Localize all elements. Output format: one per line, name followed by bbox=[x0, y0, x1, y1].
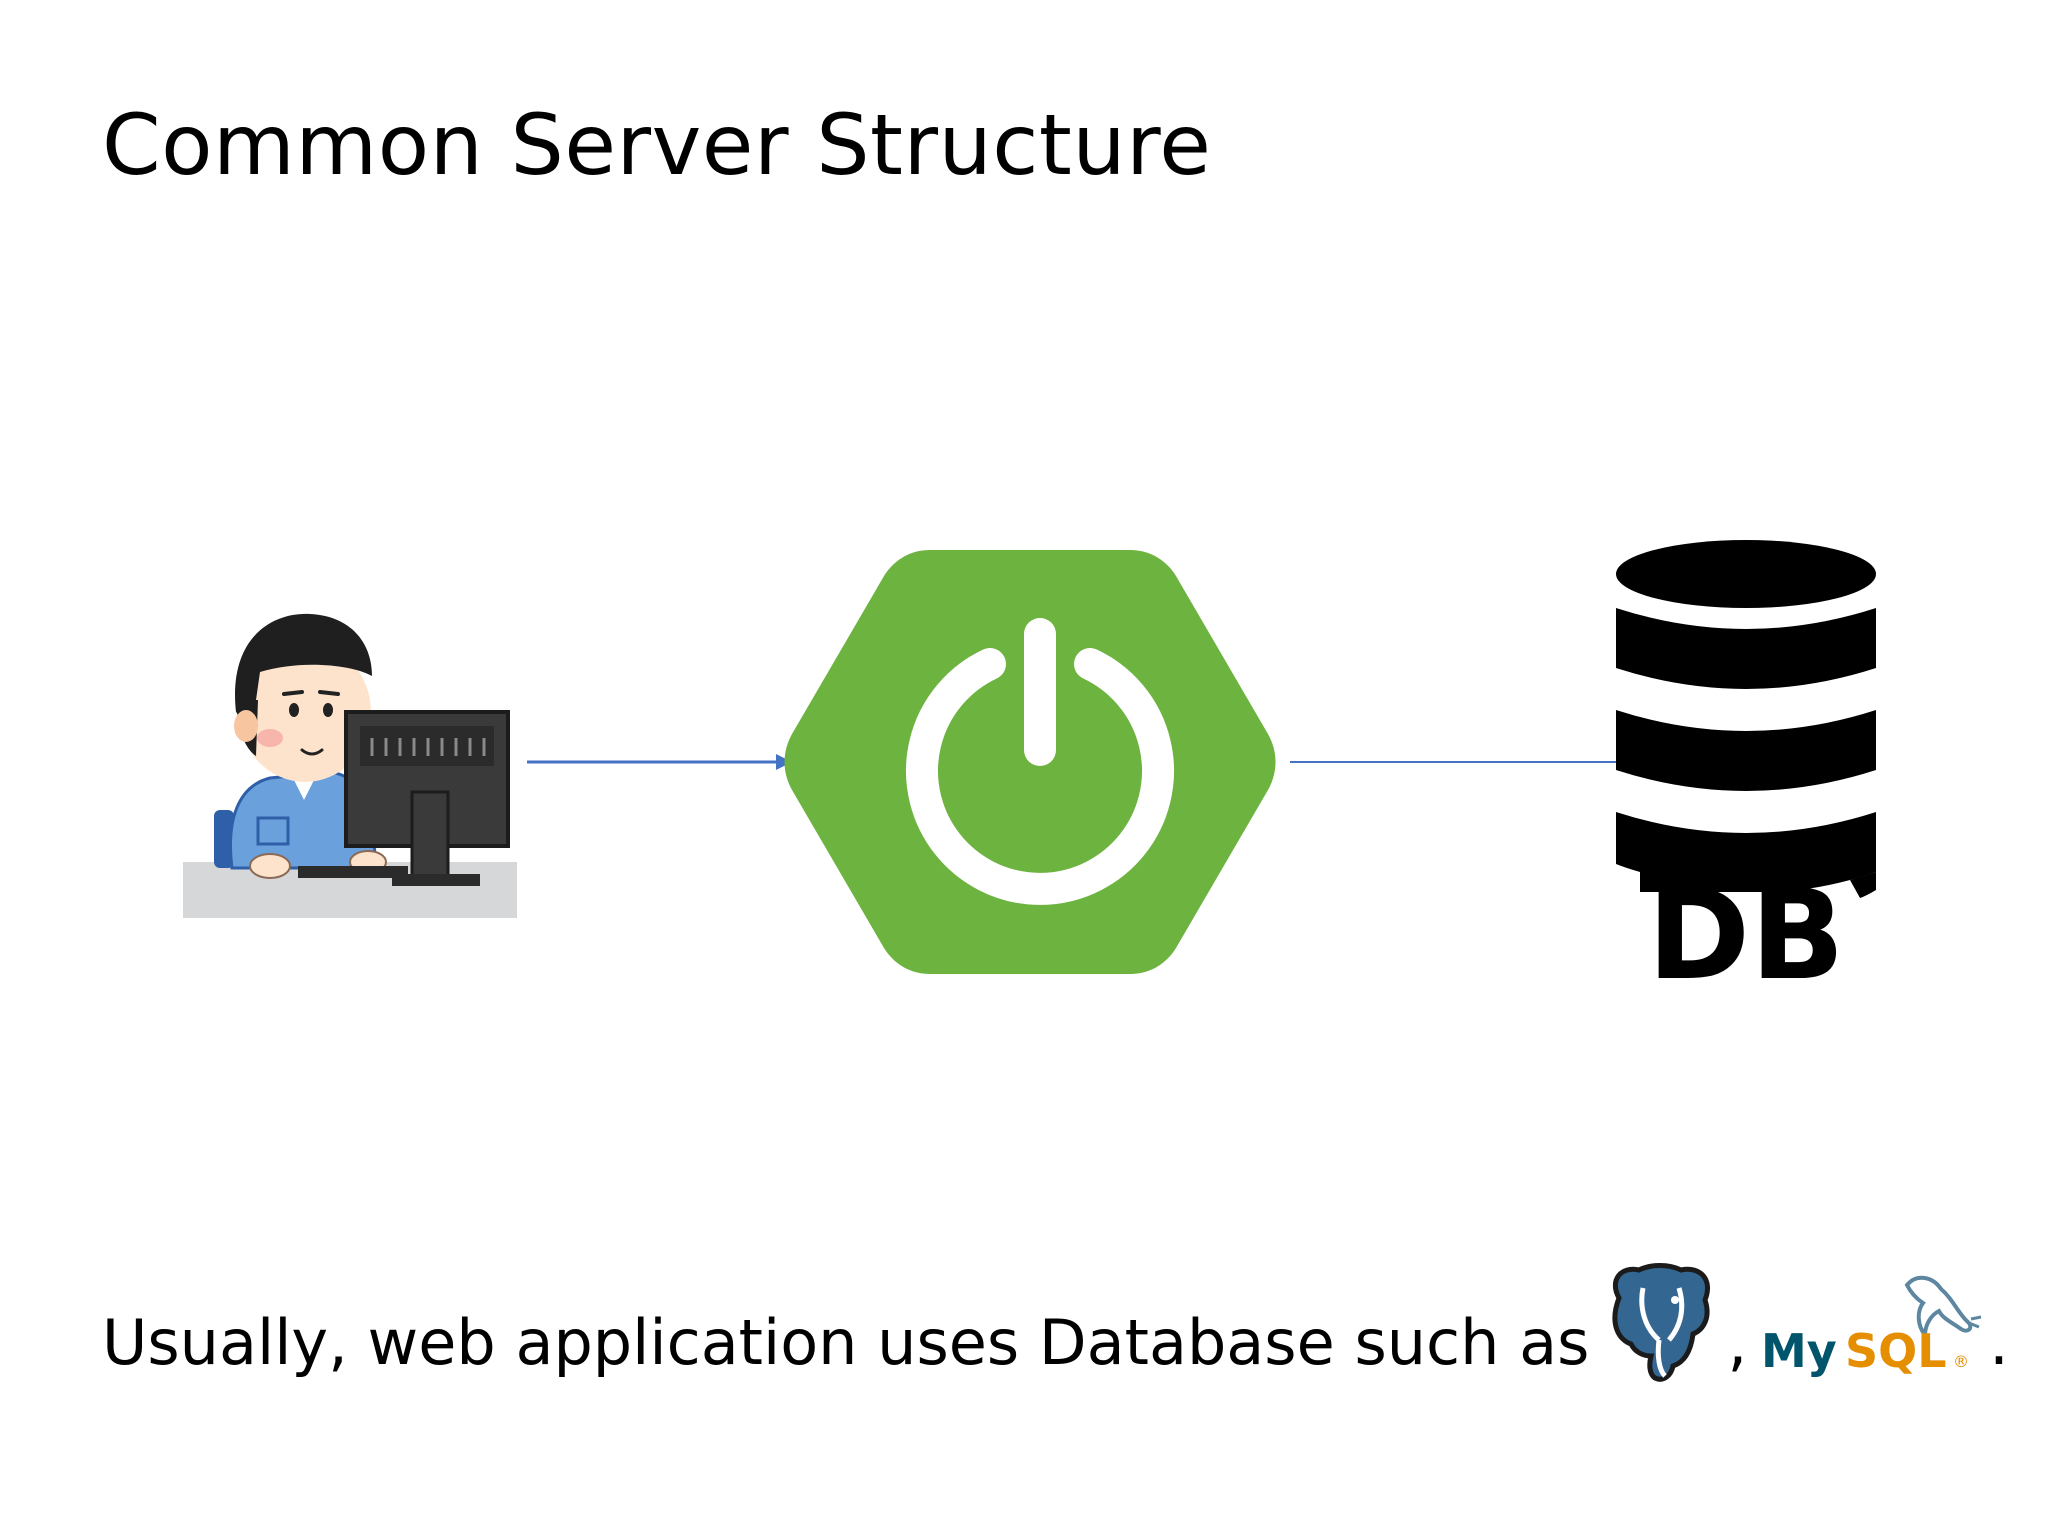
database-icon: DB bbox=[1616, 540, 1876, 1008]
mysql-dolphin-logo: My SQL ® bbox=[1761, 1275, 1982, 1378]
mysql-my-text: My bbox=[1761, 1324, 1837, 1378]
request-arrow bbox=[527, 754, 792, 770]
footer-sentence: Usually, web application uses Database s… bbox=[102, 1263, 2009, 1385]
footer-separator: , bbox=[1727, 1306, 1748, 1379]
spring-power-icon bbox=[784, 550, 1276, 974]
mysql-sql-text: SQL bbox=[1845, 1324, 1947, 1378]
footer-text: Usually, web application uses Database s… bbox=[102, 1306, 1590, 1379]
db-label: DB bbox=[1647, 864, 1844, 1008]
mysql-registered-mark: ® bbox=[1953, 1352, 1969, 1371]
footer-period: . bbox=[1989, 1306, 2009, 1379]
user-at-computer-icon bbox=[183, 613, 517, 918]
postgresql-elephant-icon bbox=[1612, 1263, 1711, 1382]
slide-title: Common Server Structure bbox=[102, 96, 1212, 194]
